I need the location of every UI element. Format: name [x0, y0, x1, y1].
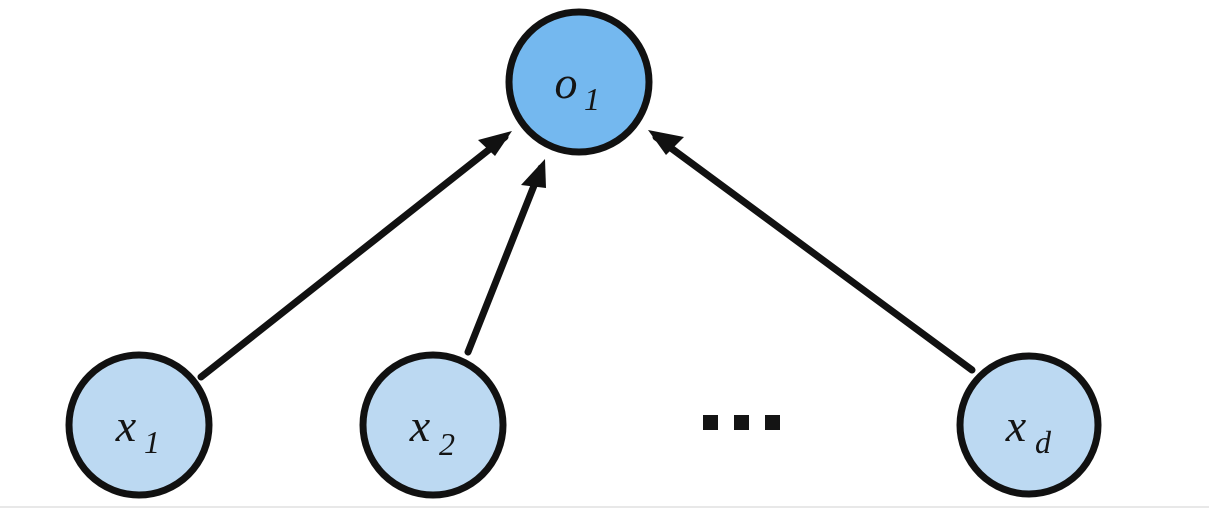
node-circle: [65, 351, 213, 499]
edge-x2-to-o1: [464, 159, 546, 356]
arrowhead-icon: [648, 130, 684, 155]
arrowhead-icon: [521, 159, 546, 188]
node-x1-label: x: [115, 400, 137, 451]
node-xd-subscript: d: [1035, 424, 1052, 460]
edge-xd-to-o1: [648, 130, 976, 374]
edge-line: [464, 164, 545, 356]
edge-line: [652, 133, 976, 374]
node-circle: [956, 352, 1102, 498]
bottom-divider: [0, 506, 1209, 508]
node-x1-subscript: 1: [144, 424, 160, 460]
edge-group: [197, 130, 976, 381]
node-x2-label: x: [409, 400, 431, 451]
ellipsis-dot: [765, 415, 780, 430]
input-ellipsis: [703, 415, 780, 430]
ellipsis-dot: [734, 415, 749, 430]
node-circle: [359, 351, 507, 499]
node-xd-label: x: [1005, 400, 1027, 451]
node-x2-subscript: 2: [439, 426, 455, 462]
node-circle: [505, 8, 653, 156]
node-xd[interactable]: x d: [956, 352, 1102, 498]
ellipsis-dot: [703, 415, 718, 430]
edge-line: [197, 133, 509, 381]
arrowhead-icon: [478, 131, 512, 156]
node-x2[interactable]: x 2: [359, 351, 507, 499]
node-o1-label: o: [555, 57, 578, 108]
edge-x1-to-o1: [197, 131, 512, 381]
node-o1-subscript: 1: [584, 81, 600, 117]
node-x1[interactable]: x 1: [65, 351, 213, 499]
node-o1[interactable]: o 1: [505, 8, 653, 156]
